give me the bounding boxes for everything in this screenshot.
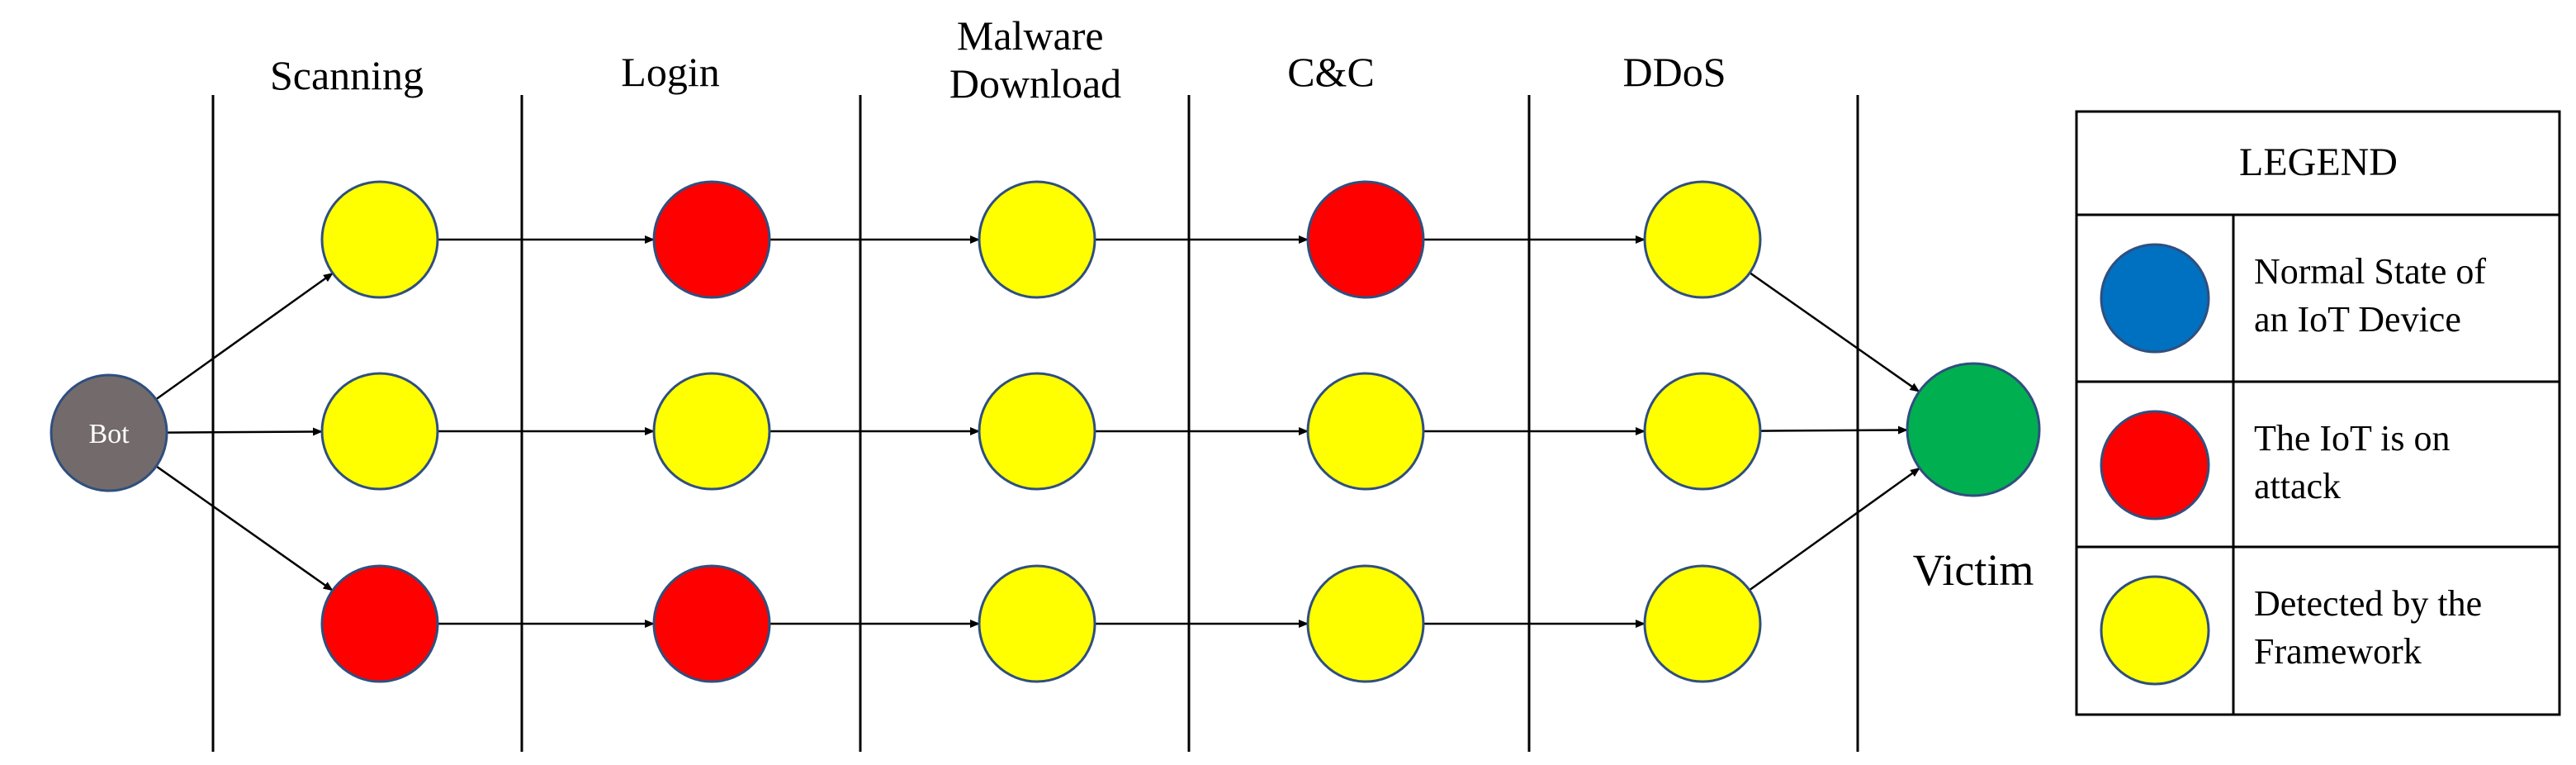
legend-swatch-yellow [2100, 575, 2210, 686]
stage-node [1306, 180, 1425, 299]
arrow [1749, 272, 1920, 393]
victim-label: Victim [1913, 545, 2034, 595]
stage-nodes [320, 180, 1762, 683]
stage-node [320, 180, 439, 299]
stage-node [320, 564, 439, 683]
bot-node: Bot [50, 373, 168, 492]
stage-node [1643, 372, 1762, 491]
victim-node [1906, 362, 2041, 497]
stage-node [1643, 180, 1762, 299]
legend-box [2075, 110, 2561, 716]
stage-label-login: Login [621, 49, 719, 95]
stage-label-scanning: Scanning [270, 52, 424, 98]
legend-swatch-red [2100, 410, 2210, 520]
stage-labels: Scanning Login Malware Download C&C DDoS [270, 12, 1726, 107]
attack-arrows [155, 235, 1920, 628]
stage-node [320, 372, 439, 491]
stage-node [978, 180, 1096, 299]
legend-title: LEGEND [2239, 140, 2398, 184]
stage-node [1643, 564, 1762, 683]
stage-dividers [211, 95, 1859, 752]
stage-label-malware-download: Malware Download [949, 12, 1121, 107]
arrow [155, 465, 334, 592]
stage-node [652, 372, 771, 491]
arrow [1749, 467, 1920, 592]
arrow [155, 272, 334, 401]
stage-label-ddos: DDoS [1622, 49, 1726, 95]
bot-label: Bot [88, 419, 130, 449]
stage-node [978, 564, 1096, 683]
stage-node [652, 564, 771, 683]
stage-node [1306, 372, 1425, 491]
stage-node [978, 372, 1096, 491]
stage-node [652, 180, 771, 299]
stage-label-cc: C&C [1287, 49, 1375, 95]
legend-swatch-blue [2100, 243, 2210, 354]
arrow [166, 427, 324, 436]
stage-node [1306, 564, 1425, 683]
